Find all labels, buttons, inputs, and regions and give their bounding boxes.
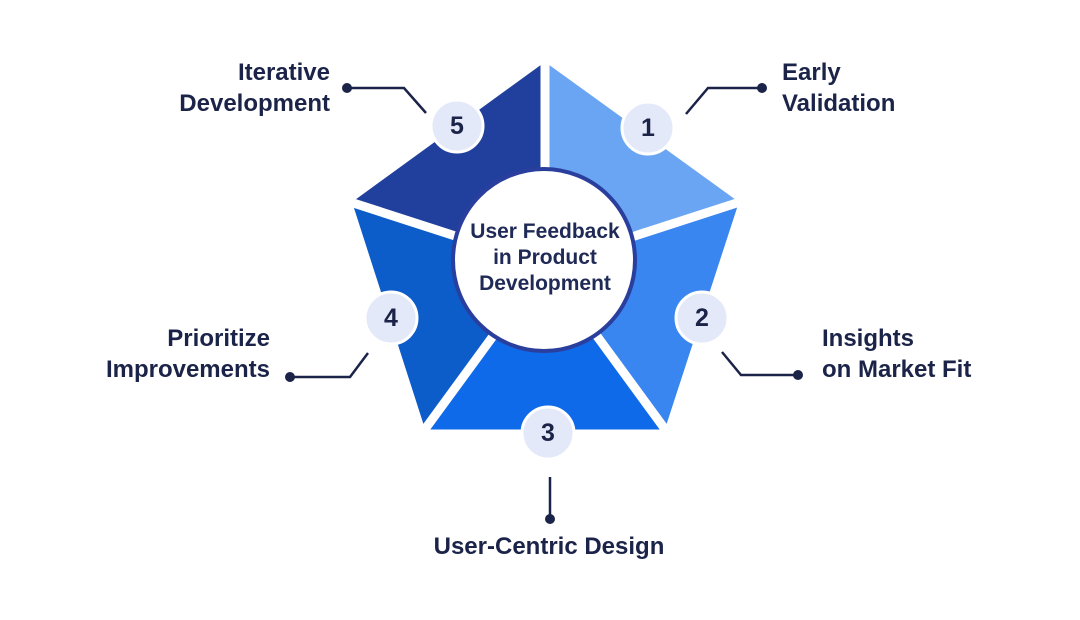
center-circle <box>451 167 637 353</box>
dot-iterative-development <box>342 83 352 93</box>
label-iterative-development: Iterative Development <box>179 59 330 117</box>
dot-user-centric-design <box>545 514 555 524</box>
dot-prioritize-improvements <box>285 372 295 382</box>
badges-group: 1 2 3 4 5 <box>363 98 730 461</box>
dot-early-validation <box>757 83 767 93</box>
badge-circle-3 <box>520 405 576 461</box>
badge-number-5: 5 <box>450 112 464 140</box>
connector-early-validation <box>685 86 762 115</box>
badge-number-2: 2 <box>695 304 709 332</box>
center-title: User Feedback in Product Development <box>470 220 620 295</box>
badge-circle-2 <box>674 290 730 346</box>
badge-circle-5 <box>429 98 485 154</box>
badge-circle-4 <box>363 290 419 346</box>
connectors-group <box>290 86 798 517</box>
connector-iterative-development <box>347 86 427 114</box>
connector-insights-market-fit <box>721 351 798 377</box>
badge-number-4: 4 <box>384 304 398 332</box>
badge-number-1: 1 <box>641 114 655 142</box>
label-early-validation: Early Validation <box>782 59 896 117</box>
connector-prioritize-improvements <box>290 352 369 379</box>
label-user-centric-design: User-Centric Design <box>433 533 665 560</box>
connector-dots-group <box>285 83 803 524</box>
badge-number-3: 3 <box>541 419 555 447</box>
label-prioritize-improvements: Prioritize Improvements <box>105 325 270 383</box>
label-insights-market-fit: Insights on Market Fit <box>822 325 972 383</box>
dot-insights-market-fit <box>793 370 803 380</box>
badge-circle-1 <box>620 100 676 156</box>
